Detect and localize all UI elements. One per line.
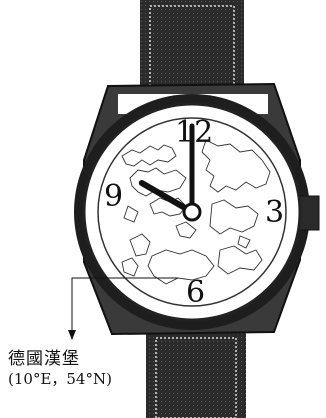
leader-line — [71, 277, 178, 332]
top-strap — [140, 0, 244, 92]
bottom-strap — [146, 330, 246, 418]
numeral-6: 6 — [186, 275, 205, 310]
hand-pivot — [182, 202, 202, 222]
world-map — [121, 139, 271, 285]
location-coordinates: (10°E，54°N) — [8, 370, 112, 388]
numeral-3: 3 — [265, 195, 284, 230]
location-name: 德國漢堡 — [8, 349, 80, 369]
leader-arrow — [68, 330, 76, 340]
hour-hand — [138, 180, 195, 215]
crown — [298, 195, 320, 231]
numeral-9: 9 — [104, 179, 123, 214]
